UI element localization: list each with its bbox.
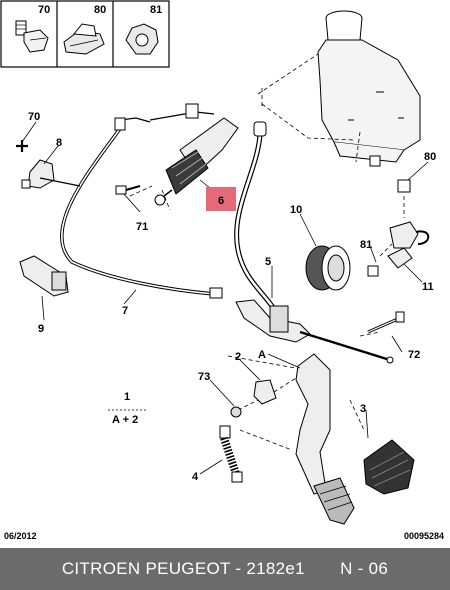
callout-8: 8	[56, 137, 62, 149]
callout-leader-lines	[21, 121, 429, 475]
header-num-80: 80	[94, 4, 106, 16]
highlight-box-part-6	[206, 187, 236, 211]
clutch-cable	[59, 117, 223, 299]
stud-bolt	[367, 311, 405, 334]
date-code: 06/2012	[4, 531, 37, 541]
dashed-leader-lines	[129, 53, 405, 451]
callout-a-plus-2: A + 2	[112, 414, 138, 426]
callout-2: 2	[235, 351, 241, 363]
fluid-reservoir	[317, 10, 421, 167]
clutch-pedal	[295, 353, 355, 525]
star-washer-icon	[125, 23, 159, 55]
callout-80: 80	[424, 151, 436, 163]
callout-72: 72	[408, 349, 420, 361]
cable-lever	[19, 255, 69, 297]
master-cylinder	[235, 299, 394, 364]
header-parts-table: 70 80 81	[0, 0, 170, 68]
callout-70: 70	[28, 111, 40, 123]
callout-1: 1	[124, 391, 130, 403]
bolt-71	[115, 185, 141, 195]
slave-cylinder	[149, 103, 239, 206]
title-bar: CITROEN PEUGEOT - 2182e1 N - 06	[0, 548, 450, 590]
bolt-icon	[15, 20, 49, 53]
callout-10: 10	[290, 204, 302, 216]
callout-6: 6	[218, 195, 224, 207]
pedal-pad	[363, 439, 415, 495]
header-num-70: 70	[38, 4, 50, 16]
callout-81: 81	[360, 239, 372, 251]
callout-9: 9	[38, 323, 44, 335]
callout-5: 5	[265, 256, 271, 268]
pivot-bracket	[230, 379, 277, 418]
diagram-title: CITROEN PEUGEOT - 2182e1 N - 06	[61, 559, 389, 578]
hydraulic-hose	[234, 121, 279, 314]
reference-code: 00095284	[403, 531, 444, 541]
callout-11: 11	[422, 281, 434, 293]
clutch-parts-diagram: 70 80 81	[0, 0, 436, 525]
callout-a: A	[258, 349, 266, 361]
bracket-clip	[16, 140, 81, 189]
pedal-switch	[367, 179, 430, 277]
clip-nut-icon	[63, 23, 105, 55]
header-num-81: 81	[150, 4, 162, 16]
grommet	[305, 245, 351, 291]
callout-3: 3	[360, 403, 366, 415]
callout-73: 73	[198, 371, 210, 383]
callout-71: 71	[136, 221, 148, 233]
callout-7: 7	[122, 305, 128, 317]
return-spring	[219, 425, 243, 483]
callout-4: 4	[192, 471, 199, 483]
